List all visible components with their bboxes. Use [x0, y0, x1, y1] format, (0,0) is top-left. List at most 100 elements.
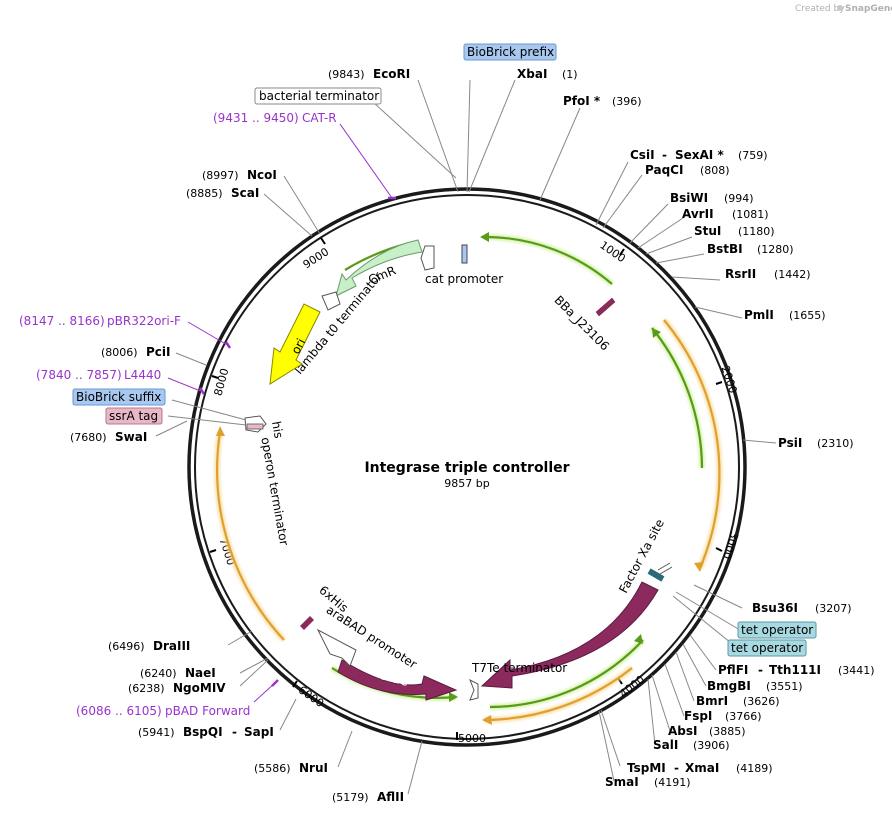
- site-pos-smai: (4191): [654, 776, 691, 789]
- site-nrui: (5586) NruI: [254, 761, 328, 775]
- bxb1-arrow: [480, 581, 659, 689]
- site-name-pflfi: PflFI: [718, 663, 748, 677]
- primer-name-pbad-forward: pBAD Forward: [165, 704, 250, 718]
- site-bsu36i: Bsu36I (3207): [752, 601, 852, 615]
- site-bmri: BmrI (3626): [696, 694, 780, 708]
- site-name-csii: CsiI: [630, 148, 655, 162]
- orf-arc-bba: [487, 235, 613, 285]
- site-name-smai: SmaI: [605, 775, 639, 789]
- site-name-bstbi: BstBI: [707, 242, 743, 256]
- site-pos-bsu36i: (3207): [815, 602, 852, 615]
- site-pos-bmri: (3626): [743, 695, 780, 708]
- his-operon-label-2: operon terminator: [258, 436, 291, 546]
- site-draiii: (6496) DraIII: [108, 639, 190, 653]
- site-pos-psii: (2310): [817, 437, 854, 450]
- site-swai: (7680) SwaI: [70, 430, 147, 444]
- site-name-bmgbi: BmgBI: [707, 679, 751, 693]
- site-pos-scai: (8885): [186, 187, 223, 200]
- credit-text: Created by: [795, 4, 845, 14]
- primer-marks: [167, 123, 396, 703]
- orf-arc-right-green: [651, 327, 704, 469]
- site-pos-absi: (3885): [709, 725, 746, 738]
- tick-1000: [619, 248, 625, 256]
- site-xbai: XbaI (1): [517, 67, 578, 81]
- tick-2000: [715, 381, 723, 385]
- orf-arc-bottom-orange: [483, 667, 633, 722]
- tick-6000: [292, 680, 298, 688]
- site-name-tth111i: Tth111I: [769, 663, 821, 677]
- site-pos-rsrii: (1442): [774, 268, 811, 281]
- orf-arcs: [214, 232, 723, 725]
- site-name-sexai: SexAI *: [675, 148, 724, 162]
- site-pos-avrii: (1081): [732, 208, 769, 221]
- tick-label-3000: 3000: [720, 530, 741, 561]
- site-name-bmri: BmrI: [696, 694, 728, 708]
- site-pos-stui: (1180): [738, 225, 775, 238]
- ssra-tag-label: ssrA tag: [109, 409, 158, 423]
- site-name-pmli: PmlI: [744, 308, 774, 322]
- site-name-sapi: SapI: [244, 725, 274, 739]
- biobrick-prefix-box: BioBrick prefix: [463, 43, 557, 61]
- site-scai: (8885) ScaI: [186, 186, 259, 200]
- site-name-tspmi: TspMI: [627, 761, 666, 775]
- biobrick-suffix-box: BioBrick suffix: [72, 388, 166, 406]
- orf-arc-left-orange: [216, 431, 285, 641]
- site-sali: SalI (3906): [653, 738, 730, 752]
- his6-marker: [300, 616, 314, 630]
- primer-range-cat-r: (9431 .. 9450): [213, 111, 299, 125]
- tick-label-1000: 1000: [597, 238, 627, 265]
- credit-brand: SnapGene: [845, 4, 892, 14]
- site-pos-paqci: (808): [700, 164, 730, 177]
- site-pos-pflfi: (3441): [838, 664, 875, 677]
- site-pos-bstbi: (1280): [757, 243, 794, 256]
- bacterial-terminator-label: bacterial terminator: [259, 89, 379, 103]
- site-name-xbai: XbaI: [517, 67, 547, 81]
- site-name-bspqi: BspQI: [183, 725, 223, 739]
- orf-arc-bottom-green: [489, 639, 644, 709]
- site-name-ncoi: NcoI: [247, 168, 277, 182]
- site-name-ngomiv: NgoMIV: [173, 681, 226, 695]
- leader-lines: [155, 79, 777, 795]
- site-csii: CsiI - SexAI * (759): [630, 148, 768, 162]
- primer-range-pbad-forward: (6086 .. 6105): [76, 704, 162, 718]
- tick-3000: [715, 547, 723, 552]
- site-pos-csii: (759): [738, 149, 768, 162]
- site-pos-pcii: (8006): [101, 346, 138, 359]
- plasmid-length: 9857 bp: [444, 477, 489, 490]
- biobrick-prefix-marker: [461, 244, 468, 264]
- tick-8000: [211, 375, 219, 379]
- site-name-scai: ScaI: [231, 186, 259, 200]
- site-name-avrii: AvrII: [682, 207, 714, 221]
- arac-arrow: [337, 659, 458, 701]
- site-name-ecori: EcoRI: [373, 67, 410, 81]
- tick-label-2000: 2000: [719, 364, 740, 395]
- tick-label-5000: 5000: [458, 732, 486, 745]
- ssra-tag-box: ssrA tag: [105, 407, 163, 425]
- site-pos-pmli: (1655): [789, 309, 826, 322]
- site-name-sali: SalI: [653, 738, 678, 752]
- site-name-stui: StuI: [694, 224, 721, 238]
- primer-name-pbr322ori-f: pBR322ori-F: [107, 314, 181, 328]
- site-pos-aflii: (5179): [332, 791, 369, 804]
- site-pos-ecori: (9843): [328, 68, 365, 81]
- arabad-arrow: [316, 628, 357, 667]
- primer-range-l4440: (7840 .. 7857): [36, 368, 122, 382]
- site-pos-bmgbi: (3551): [766, 680, 803, 693]
- site-fspi: FspI (3766): [684, 709, 762, 723]
- tet-operator-box-1: tet operator: [737, 621, 817, 639]
- bacterial-terminator-box: bacterial terminator: [254, 87, 382, 105]
- svg-text:-: -: [758, 663, 763, 677]
- site-pos-tspmi: (4189): [736, 762, 773, 775]
- site-name-psii: PsiI: [778, 436, 802, 450]
- site-pos-draiii: (6496): [108, 640, 145, 653]
- primer-labels: (9431 .. 9450) CAT-R (8147 .. 8166) pBR3…: [19, 111, 337, 718]
- site-pos-xbai: (1): [562, 68, 578, 81]
- site-bsiwi: BsiWI (994): [670, 191, 754, 205]
- site-rsrii: RsrII (1442): [725, 267, 811, 281]
- site-pfoi: PfoI * (396): [563, 94, 642, 108]
- arabad-label: araBAD promoter: [324, 603, 420, 672]
- boxed-labels: BioBrick prefix bacterial terminator Bio…: [72, 43, 817, 657]
- site-pos-naei: (6240): [140, 667, 177, 680]
- ori-label: ori: [289, 336, 309, 356]
